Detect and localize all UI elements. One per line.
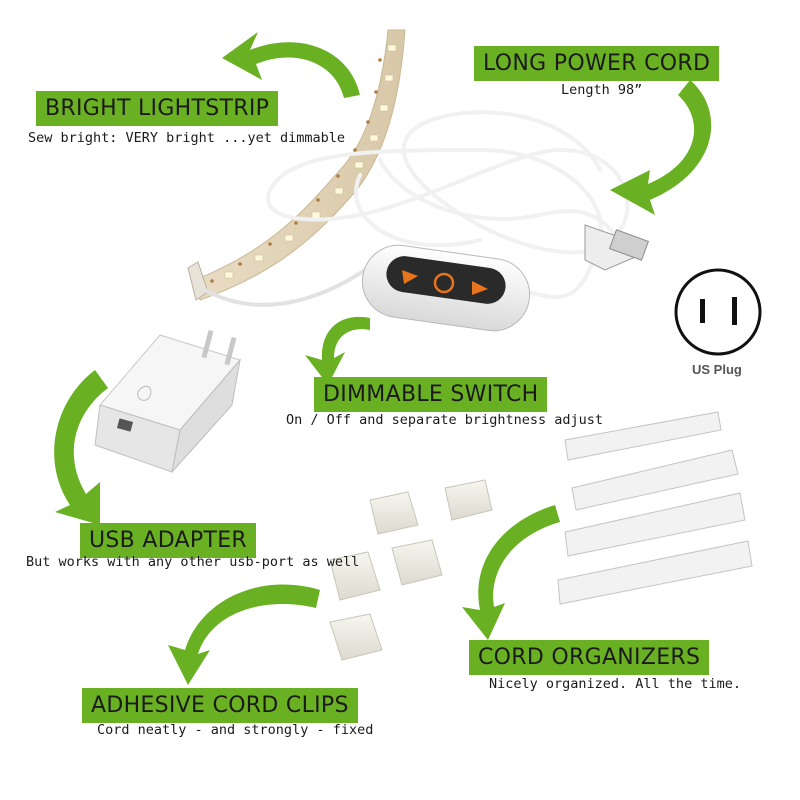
switch-title: DIMMABLE SWITCH bbox=[314, 377, 548, 412]
cord-organizers-title: CORD ORGANIZERS bbox=[469, 640, 710, 675]
cord-clip-icon bbox=[329, 479, 493, 661]
usb-wall-adapter-icon bbox=[94, 329, 241, 474]
adhesive-strip-icon bbox=[557, 411, 753, 605]
usb-adapter-subtitle: But works with any other usb-port as wel… bbox=[26, 554, 360, 570]
us-plug-caption: US Plug bbox=[692, 362, 742, 377]
cord-organizers-subtitle: Nicely organized. All the time. bbox=[489, 676, 741, 692]
usb-plug-icon bbox=[584, 224, 650, 271]
switch-subtitle: On / Off and separate brightness adjust bbox=[286, 412, 603, 428]
us-plug-outlet-icon bbox=[674, 268, 762, 356]
lightstrip-subtitle: Sew bright: VERY bright ...yet dimmable bbox=[28, 130, 345, 146]
curved-arrow-icon bbox=[54, 32, 712, 685]
cord-clips-subtitle: Cord neatly - and strongly - fixed bbox=[97, 722, 374, 738]
usb-adapter-title: USB ADAPTER bbox=[80, 523, 256, 558]
lightstrip-title: BRIGHT LIGHTSTRIP bbox=[36, 91, 279, 126]
led-strip-icon bbox=[187, 29, 406, 301]
dimmer-switch-icon bbox=[361, 244, 531, 332]
power-cord-subtitle: Length 98” bbox=[561, 82, 643, 98]
power-cord-title: LONG POWER CORD bbox=[474, 46, 720, 81]
cord-clips-title: ADHESIVE CORD CLIPS bbox=[82, 688, 358, 723]
